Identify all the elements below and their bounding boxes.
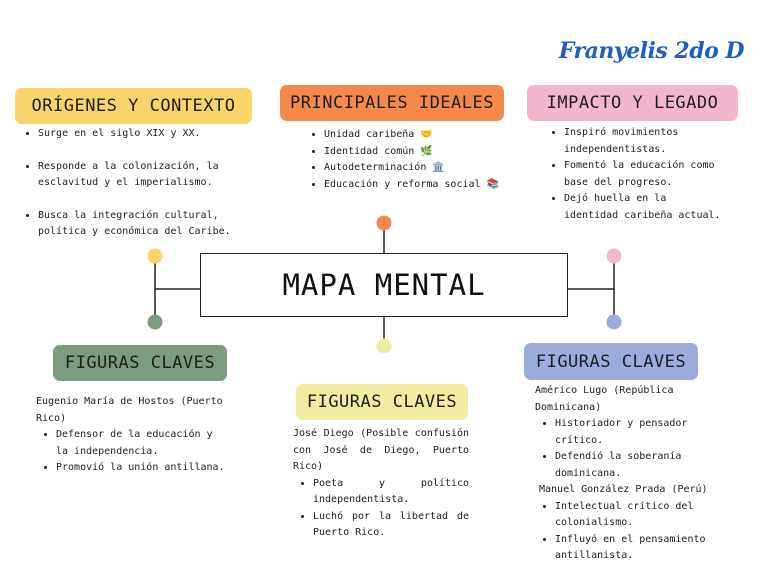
dot-bottom-left: [147, 314, 163, 330]
figuras-right-item: Intelectual crítico del colonialismo.: [555, 499, 725, 532]
figuras-right-person: Manuel González Prada (Perú): [539, 484, 708, 495]
figuras-middle-item: Luchó por la libertad de Puerto Rico.: [313, 509, 469, 542]
ideales-item: Autodeterminación 🏛️: [324, 160, 510, 177]
author-name: Franyelis 2do D: [558, 38, 745, 64]
ideales-item: Identidad común 🌿: [324, 144, 510, 161]
figuras-right-item: Defendió la soberanía dominicana.: [555, 449, 725, 482]
figuras-middle-text: José Diego (Posible confusión con José d…: [293, 426, 469, 542]
origenes-title: ORÍGENES Y CONTEXTO: [15, 88, 252, 124]
figuras-right-title: FIGURAS CLAVES: [524, 343, 698, 380]
center-title-box: MAPA MENTAL: [200, 253, 568, 317]
figuras-right-person: Américo Lugo (República Dominicana): [535, 385, 674, 413]
impacto-item: Inspiró movimientos independentistas.: [564, 125, 725, 158]
origenes-item: Busca la integración cultural, política …: [38, 208, 256, 241]
center-title: MAPA MENTAL: [282, 268, 486, 302]
figuras-middle-title: FIGURAS CLAVES: [296, 384, 468, 420]
impacto-item: Fomentó la educación como base del progr…: [564, 158, 725, 191]
figuras-middle-item: Poeta y político independentista.: [313, 476, 469, 509]
dot-bottom-center: [376, 338, 392, 354]
dot-bottom-right: [606, 314, 622, 330]
figuras-left-person: Eugenio María de Hostos (Puerto Rico): [36, 396, 223, 424]
ideales-item: Educación y reforma social 📚: [324, 177, 510, 194]
impacto-title: IMPACTO Y LEGADO: [527, 85, 738, 121]
dot-top-center: [376, 215, 392, 231]
ideales-title: PRINCIPALES IDEALES: [280, 85, 504, 121]
figuras-right-text: Américo Lugo (República Dominicana) Hist…: [535, 383, 725, 565]
figuras-left-text: Eugenio María de Hostos (Puerto Rico) De…: [36, 394, 226, 477]
impacto-list: Inspiró movimientos independentistas. Fo…: [550, 125, 725, 224]
figuras-middle-person: José Diego (Posible confusión con José d…: [293, 428, 469, 472]
origenes-item: Responde a la colonización, la esclavitu…: [38, 159, 256, 192]
figuras-right-item: Influyó en el pensamiento antillanista.: [555, 532, 725, 565]
dot-top-left: [147, 248, 163, 264]
ideales-list: Unidad caribeña 🤝 Identidad común 🌿 Auto…: [310, 127, 510, 193]
origenes-list: Surge en el siglo XIX y XX. Responde a l…: [24, 126, 256, 241]
ideales-item: Unidad caribeña 🤝: [324, 127, 510, 144]
dot-top-right: [606, 248, 622, 264]
figuras-right-item: Historiador y pensador crítico.: [555, 416, 725, 449]
origenes-item: Surge en el siglo XIX y XX.: [38, 126, 256, 143]
figuras-left-title: FIGURAS CLAVES: [53, 345, 227, 381]
figuras-left-item: Promovió la unión antillana.: [56, 460, 226, 477]
figuras-left-item: Defensor de la educación y la independen…: [56, 427, 226, 460]
impacto-item: Dejó huella en la identidad caribeña act…: [564, 191, 725, 224]
